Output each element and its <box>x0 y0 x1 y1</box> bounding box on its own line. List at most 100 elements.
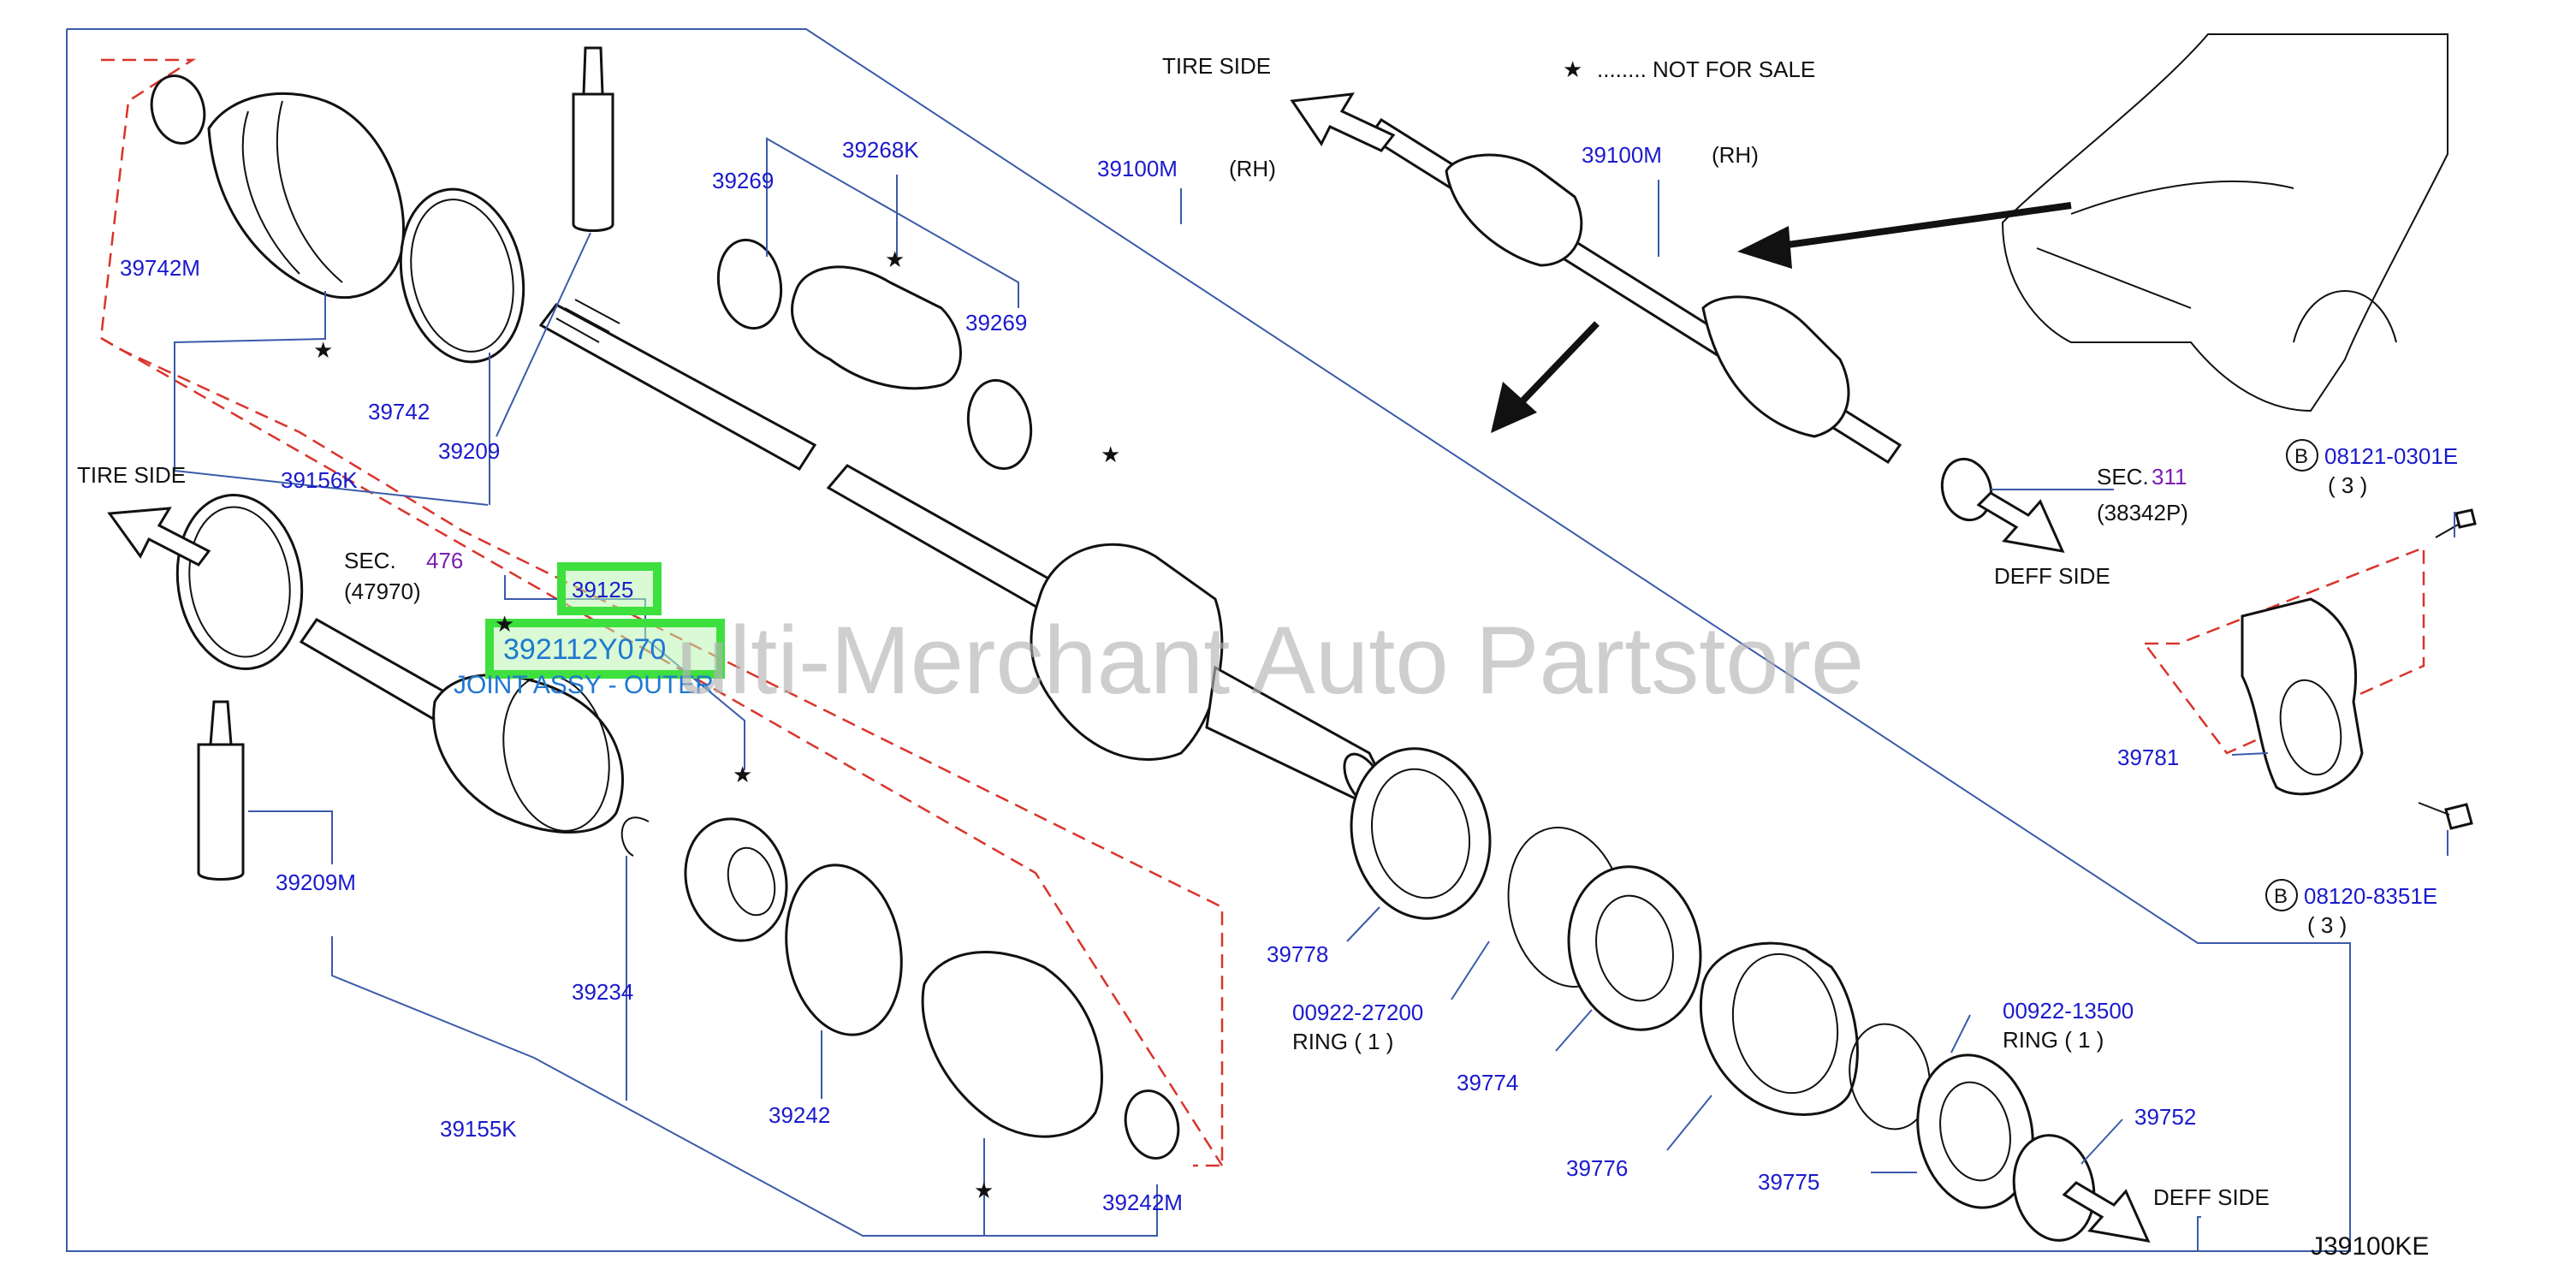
deff-side-label-1: DEFF SIDE <box>1994 563 2110 589</box>
part-39242M: 39242M <box>1102 1190 1183 1215</box>
tire-side-arrow-top <box>1290 92 1396 152</box>
band-clamp-39742 <box>399 187 525 364</box>
bearing-39774-inner <box>1595 894 1674 1002</box>
vehicle-grille <box>2036 247 2192 309</box>
sec-311-sub: (38342P) <box>2097 500 2188 525</box>
frame-outline <box>67 28 2351 1252</box>
callout-arrow-1 <box>1762 202 2072 252</box>
highlight-39125-fill <box>561 567 657 611</box>
inner-dashed-outline <box>100 336 1224 1166</box>
part-39776: 39776 <box>1566 1155 1628 1181</box>
ring-qty-2: RING ( 1 ) <box>2003 1027 2104 1053</box>
boot-rib <box>241 110 300 275</box>
drive-shaft-lower <box>826 464 1072 618</box>
vehicle-outline <box>2001 33 2448 412</box>
dust-seal-39778 <box>1350 747 1492 920</box>
deff-side-label-2: DEFF SIDE <box>2153 1184 2270 1210</box>
abs-tone-ring <box>175 493 304 671</box>
star-marker: ★ <box>313 337 333 363</box>
part-39742M: 39742M <box>120 255 200 281</box>
callout-arrow-2 <box>1512 321 1600 412</box>
bolt-08121-shank <box>2435 523 2460 538</box>
boot-clamp-39269-b <box>966 378 1033 471</box>
deff-side-arrow-2 <box>2062 1181 2151 1243</box>
part-39155K: 39155K <box>440 1116 517 1142</box>
bracket-dashed-outline <box>2144 546 2425 755</box>
abs-tone-ring-inner <box>188 506 291 658</box>
inner-boot-39268K <box>791 265 962 390</box>
band-clamp-inner <box>410 199 514 353</box>
part-39125: 39125 <box>572 577 633 602</box>
highlight-392112Y070 <box>485 619 725 679</box>
ball-cage <box>684 817 788 942</box>
tire-side-label-left: TIRE SIDE <box>77 462 186 488</box>
grease-tube-39209M <box>197 743 245 881</box>
grease-tube-39209 <box>572 92 614 232</box>
sec-476-number: 476 <box>426 548 463 573</box>
dust-seal-39778-inner <box>1370 768 1471 899</box>
part-39774: 39774 <box>1457 1070 1518 1095</box>
part-392112Y070: 392112Y070 <box>503 633 666 666</box>
shaft-splines <box>555 299 620 343</box>
vehicle-wheel <box>2293 290 2397 343</box>
part-00922-27200: 00922-27200 <box>1292 1000 1423 1025</box>
bolt-08121-qty: ( 3 ) <box>2328 472 2367 498</box>
sec-311-prefix: SEC. <box>2097 464 2149 490</box>
inner-joint-housing <box>1030 543 1224 761</box>
part-39269-b: 39269 <box>965 310 1027 335</box>
bolt-08120 <box>2444 803 2473 830</box>
rh-label-1: (RH) <box>1229 156 1276 181</box>
rh-label-2: (RH) <box>1712 142 1759 168</box>
callout-arrow-2-head <box>1491 382 1537 433</box>
part-39209M: 39209M <box>276 869 356 895</box>
boot-clamp-39269-a <box>716 238 783 330</box>
legend-text: ........ NOT FOR SALE <box>1597 56 1815 82</box>
bearing-39774 <box>1567 865 1702 1031</box>
boot-rib <box>276 100 343 283</box>
watermark: ulti-Merchant Auto Partstore <box>676 607 1864 714</box>
snap-ring-00922-13500 <box>1849 1023 1931 1131</box>
grease-tube-39209M-nozzle <box>209 700 233 746</box>
star-marker: ★ <box>1101 442 1120 467</box>
seal-39775 <box>1916 1053 2034 1209</box>
sec-476-prefix: SEC. <box>344 548 396 573</box>
vehicle-hood-line <box>2070 180 2294 215</box>
star-marker: ★ <box>974 1178 994 1203</box>
part-39234: 39234 <box>572 979 633 1005</box>
outer-boot-39242 <box>921 951 1103 1138</box>
ball-cage-inner <box>727 846 776 917</box>
part-39156K: 39156K <box>281 467 358 493</box>
snap-ring-39234 <box>620 816 650 857</box>
bearing-housing-39776 <box>1699 941 1859 1116</box>
bolt-b-letter-1: B <box>2294 445 2308 468</box>
assembled-outer-joint <box>1445 153 1583 267</box>
bolt-08120-qty: ( 3 ) <box>2307 912 2347 938</box>
part-39752: 39752 <box>2134 1104 2196 1130</box>
leader-lines <box>174 137 2455 1237</box>
tire-side-arrow-left <box>107 507 211 567</box>
ring-39752 <box>2012 1134 2096 1242</box>
bolt-08121-pn: 08121-0301E <box>2324 443 2458 469</box>
ring-qty-1: RING ( 1 ) <box>1292 1029 1393 1054</box>
callout-arrow-1-head <box>1737 226 1792 269</box>
bolt-08120-shank <box>2418 802 2450 816</box>
diagram-code: J39100KE <box>2311 1232 2429 1261</box>
deff-side-arrow-1 <box>1976 491 2065 553</box>
part-39269-a: 39269 <box>712 168 774 193</box>
bolt-08121 <box>2454 508 2477 529</box>
bolt-b-letter-2: B <box>2274 885 2288 908</box>
sec-476-sub: (47970) <box>344 579 421 604</box>
frame-outline-left <box>66 29 2198 1252</box>
highlight-392112Y070-fill <box>490 623 721 674</box>
highlight-39125 <box>557 562 662 615</box>
star-marker: ★ <box>733 762 752 787</box>
support-bracket-39781 <box>2241 597 2364 796</box>
part-39100M-a: 39100M <box>1097 156 1178 181</box>
joint-assy-outer: JOINT ASSY - OUTER <box>454 671 714 699</box>
drive-shaft-upper <box>538 303 817 471</box>
outer-boot <box>207 92 405 300</box>
band-clamp-39242 <box>785 863 903 1036</box>
sec-311-number: 311 <box>2152 464 2187 490</box>
seal-39775-inner <box>1939 1081 2011 1182</box>
